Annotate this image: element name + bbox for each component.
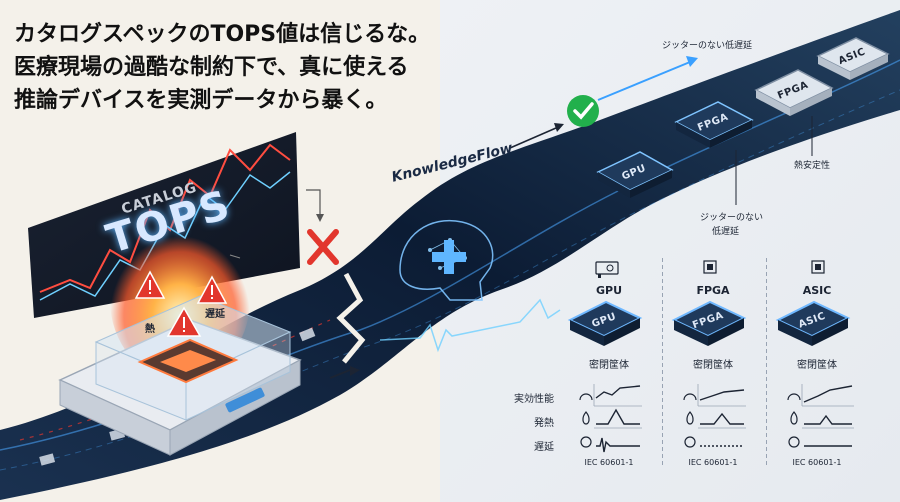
standard-label: IEC 60601-1: [688, 458, 738, 467]
flame-icon: [582, 411, 798, 425]
column-chip-fpga: FPGA: [671, 300, 747, 346]
column-chip-asic: ASIC: [775, 300, 851, 346]
fpga-chip: FPGA: [674, 101, 754, 148]
headline-line-3: 推論デバイスを実測データから暴く。: [14, 88, 388, 113]
heat-label: 熱: [145, 324, 155, 335]
chip-icon: [811, 260, 825, 274]
fpga-chip-secondary: FPGA: [754, 69, 834, 116]
column-asic: ASIC 密閉筐体 IEC 60601-1: [764, 258, 870, 474]
headline-line-2: 医療現場の過酷な制約下で、真に使える: [14, 55, 409, 80]
enclosure-label: 密閉筐体: [589, 360, 629, 371]
column-gpu: GPU 密閉筐体 IEC 60601-1: [556, 258, 662, 474]
gpu-icon: [595, 261, 619, 278]
headline-line-1: カタログスペックのTOPS値は信じるな。: [14, 22, 431, 47]
latency-label: 遅延: [205, 309, 225, 320]
edge-device: [58, 295, 302, 456]
ecg-icon: [580, 436, 800, 448]
warning-icon: [134, 270, 166, 299]
column-title: FPGA: [696, 284, 730, 297]
enclosure-label: 密閉筐体: [797, 360, 837, 371]
column-title: GPU: [595, 284, 623, 297]
ecg-line: [379, 298, 561, 353]
column-chip-gpu: GPU: [567, 300, 643, 346]
gauge-icon: [579, 393, 801, 401]
check-icon: [567, 95, 599, 127]
column-separator: [662, 258, 663, 468]
row-label-performance: 実効性能: [514, 394, 554, 405]
cross-icon: [307, 229, 339, 265]
low-latency-label-mid-1: ジッターのない: [700, 213, 764, 223]
standard-label: IEC 60601-1: [792, 458, 842, 467]
low-latency-label-top: ジッターのない低遅延: [662, 41, 753, 51]
gpu-chip: GPU: [596, 151, 674, 198]
row-label-latency: 遅延: [534, 442, 554, 453]
medical-cross-icon: [432, 240, 466, 274]
low-latency-label-mid-2: 低遅延: [712, 227, 740, 237]
thermal-stability-label: 熱安定性: [794, 161, 831, 171]
column-fpga: FPGA 密閉筐体 IEC 60601-1: [660, 258, 766, 474]
chip-icon: [703, 260, 717, 274]
warning-icon: [166, 306, 202, 337]
enclosure-label: 密閉筐体: [693, 360, 733, 371]
column-separator: [766, 258, 767, 468]
headline: カタログスペックのTOPS値は信じるな。 医療現場の過酷な制約下で、真に使える …: [14, 18, 454, 117]
metric-charts: [593, 384, 854, 453]
warning-icon: [196, 275, 228, 304]
column-title: ASIC: [802, 284, 832, 297]
row-label-heat: 発熱: [534, 418, 554, 429]
standard-label: IEC 60601-1: [584, 458, 634, 467]
asic-chip: ASIC: [816, 37, 890, 80]
